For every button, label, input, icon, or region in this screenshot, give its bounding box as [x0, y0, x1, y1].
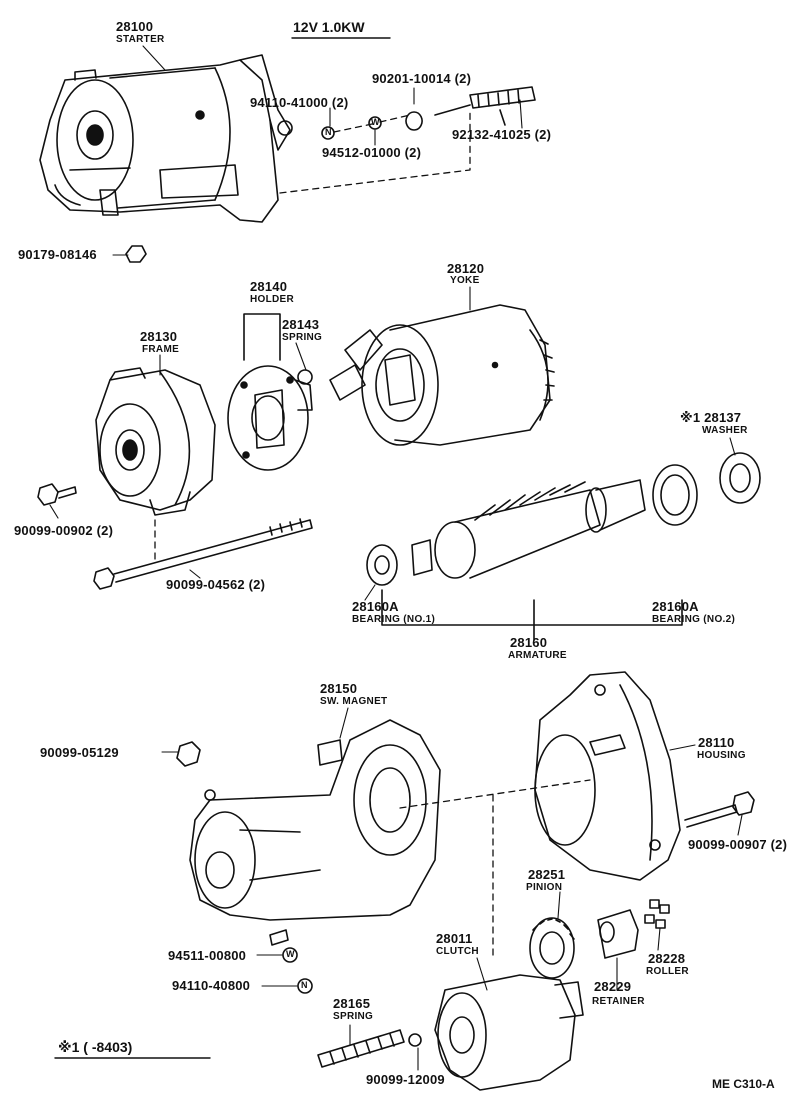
stud-92132-label: 92132-41025 (2) — [452, 127, 552, 142]
sw-magnet-part-name: SW. MAGNET — [320, 696, 388, 707]
starter-part-name: STARTER — [116, 34, 165, 45]
armature-part-number: 28160 — [510, 635, 548, 650]
housing-part-name: HOUSING — [697, 750, 746, 761]
washer-94512-label: 94512-01000 (2) — [322, 145, 422, 160]
roller-part-name: ROLLER — [646, 966, 689, 977]
nut-05129-label: 90099-05129 — [40, 745, 119, 760]
holder-part-name: HOLDER — [250, 294, 295, 305]
frame-part-name: FRAME — [142, 344, 180, 355]
dashed-guide-lines — [154, 111, 591, 961]
voltage-spec: 12V 1.0KW — [293, 19, 365, 35]
bolt-04562-label: 90099-04562 (2) — [166, 577, 266, 592]
sw-magnet-drawing — [189, 719, 441, 946]
yoke-drawing — [329, 304, 555, 446]
armature-drawing — [366, 452, 761, 641]
spring-28165-part-name: SPRING — [333, 1011, 374, 1022]
sw-magnet-part-number: 28150 — [320, 681, 358, 696]
washer-94511-label: 94511-00800 — [168, 948, 247, 963]
retainer-part-number: 28229 — [594, 979, 632, 994]
footnote: ※1 ( -8403) — [58, 1039, 133, 1055]
spring-28143-part-name: SPRING — [282, 332, 323, 343]
holder-drawing — [227, 313, 313, 471]
bottom-small-parts-drawing — [176, 741, 755, 1091]
holder-part-number: 28140 — [250, 279, 288, 294]
frame-drawing — [95, 367, 216, 516]
screw-90201-label: 90201-10014 (2) — [372, 71, 472, 86]
bolt-00902-label: 90099-00902 (2) — [14, 523, 114, 538]
retainer-part-name: RETAINER — [592, 996, 645, 1007]
leader-lines — [49, 45, 743, 1071]
yoke-part-name: YOKE — [450, 275, 480, 286]
bolt-00907-label: 90099-00907 (2) — [688, 837, 788, 852]
w-marker-icon: W — [286, 949, 295, 959]
frame-part-number: 28130 — [140, 329, 178, 344]
yoke-part-number: 28120 — [447, 261, 485, 276]
pinion-part-number: 28251 — [528, 867, 566, 882]
roller-part-number: 28228 — [648, 951, 686, 966]
starter-assembly-drawing — [39, 54, 293, 223]
pinion-part-name: PINION — [526, 882, 563, 893]
n-marker-icon: N — [301, 980, 308, 990]
bearing-no1-part-name: BEARING (NO.1) — [352, 614, 436, 625]
bearing-no2-part-name: BEARING (NO.2) — [652, 614, 736, 625]
nut-94110-40800-label: 94110-40800 — [172, 978, 251, 993]
spring-28165-part-number: 28165 — [333, 996, 371, 1011]
ball-12009-label: 90099-12009 — [366, 1072, 445, 1087]
diagram-code: ME C310-A — [712, 1077, 775, 1091]
housing-part-number: 28110 — [698, 735, 735, 750]
washer-28137-part-number: ※1 28137 — [680, 410, 742, 425]
w-marker-top-icon: W — [371, 117, 380, 127]
nut-90179-label: 90179-08146 — [18, 247, 97, 262]
bearing-no2-part-number: 28160A — [652, 599, 699, 614]
frame-bolts-drawing — [37, 483, 313, 590]
armature-part-name: ARMATURE — [508, 650, 567, 661]
clutch-part-name: CLUTCH — [436, 946, 479, 957]
washer-28137-part-name: WASHER — [702, 425, 748, 436]
clutch-part-number: 28011 — [436, 931, 473, 946]
nut-94110-41000-label: 94110-41000 (2) — [250, 95, 349, 110]
spring-28143-part-number: 28143 — [282, 317, 320, 332]
starter-part-number: 28100 — [116, 19, 154, 34]
top-fasteners-drawing — [125, 86, 536, 263]
housing-drawing — [534, 671, 681, 881]
n-marker-top-icon: N — [325, 127, 332, 137]
bearing-no1-part-number: 28160A — [352, 599, 399, 614]
